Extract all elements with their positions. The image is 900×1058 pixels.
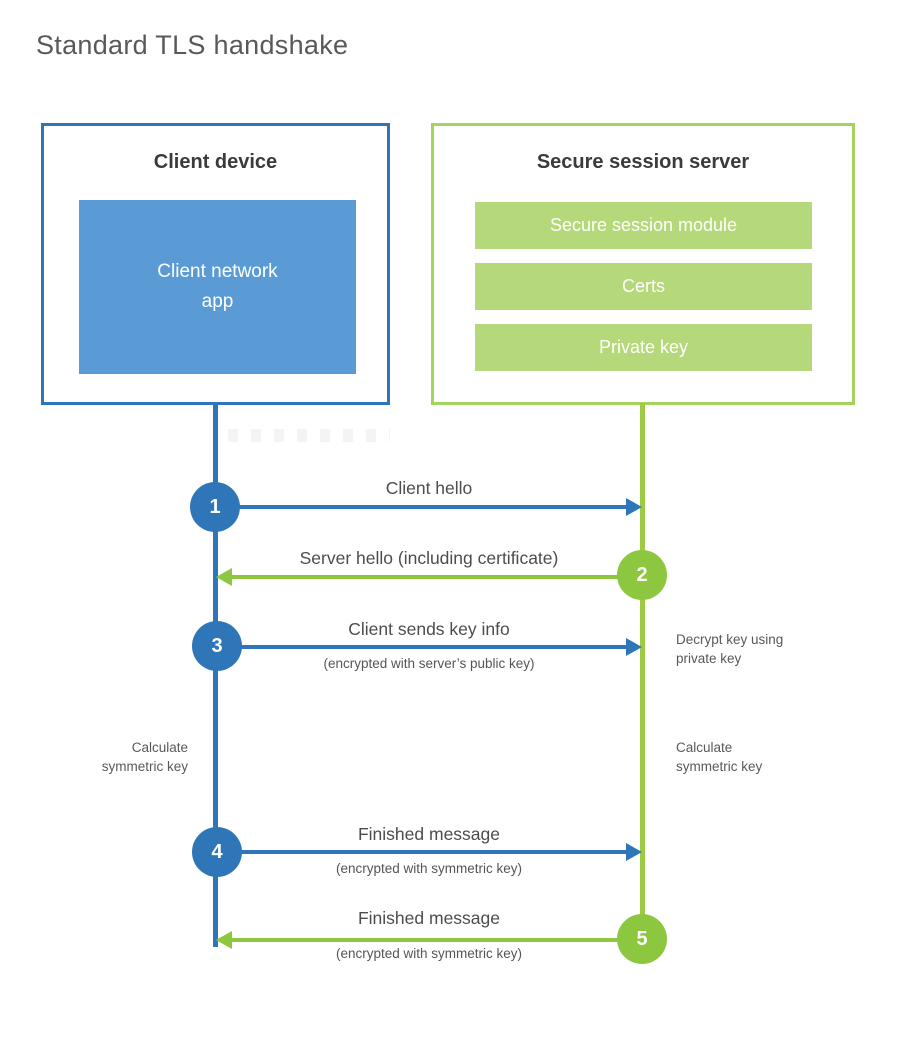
step-2-arrow: [232, 575, 642, 579]
step-1-arrow: [216, 505, 626, 509]
step-5-badge: 5: [617, 914, 667, 964]
step-5-arrow: [232, 938, 642, 942]
server-box: Secure session server Secure session mod…: [431, 123, 855, 405]
step-3-badge: 3: [192, 621, 242, 671]
client-device-title: Client device: [153, 151, 278, 173]
step-1-badge: 1: [190, 482, 240, 532]
server-module-secure-session: Secure session module: [475, 202, 812, 249]
step-4-sublabel: (encrypted with symmetric key): [335, 861, 523, 876]
client-network-app-box: Client network app: [79, 200, 356, 374]
client-device-box: Client device Client network app: [41, 123, 390, 405]
step-1-arrowhead-icon: [626, 498, 642, 516]
step-4-badge: 4: [192, 827, 242, 877]
note-calculate-symmetric-key-server: Calculate symmetric key: [676, 740, 763, 774]
step-5-sublabel: (encrypted with symmetric key): [335, 946, 523, 961]
server-module-private-key: Private key: [475, 324, 812, 371]
server-lifeline: [640, 403, 645, 939]
step-1-label: Client hello: [385, 478, 473, 498]
note-decrypt-key: Decrypt key using private key: [676, 632, 784, 666]
client-lifeline: [213, 403, 218, 947]
step-4-arrow: [216, 850, 626, 854]
page-title: Standard TLS handshake: [36, 30, 349, 60]
faint-dashed-artifact: [228, 429, 390, 442]
step-3-arrowhead-icon: [626, 638, 642, 656]
step-2-label: Server hello (including certificate): [299, 548, 559, 568]
step-3-arrow: [216, 645, 626, 649]
step-4-arrowhead-icon: [626, 843, 642, 861]
step-2-arrowhead-icon: [216, 568, 232, 586]
step-5-arrowhead-icon: [216, 931, 232, 949]
step-3-sublabel: (encrypted with server’s public key): [323, 656, 535, 671]
note-calculate-symmetric-key-client: Calculate symmetric key: [101, 740, 188, 774]
step-3-label: Client sends key info: [348, 619, 510, 639]
server-title: Secure session server: [536, 151, 750, 173]
step-4-label: Finished message: [357, 824, 501, 844]
server-module-certs: Certs: [475, 263, 812, 310]
step-5-label: Finished message: [357, 908, 501, 928]
step-2-badge: 2: [617, 550, 667, 600]
